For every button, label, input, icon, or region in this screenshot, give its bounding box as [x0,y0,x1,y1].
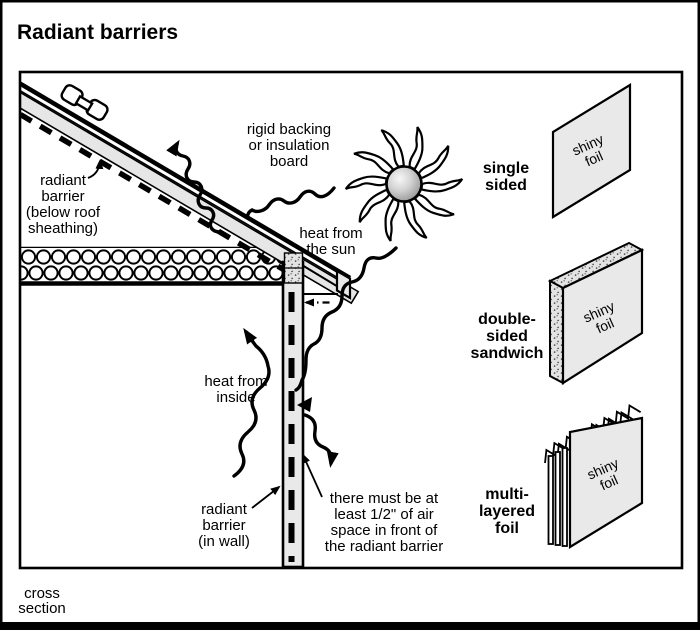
foil-slab-front [561,248,644,385]
product-label: sandwich [471,345,544,362]
leader-lines [87,159,323,509]
label-radiant-barrier-wall: (in wall) [198,533,250,550]
product-label: sided [485,177,527,194]
wave-heat-from-inside [232,327,271,478]
leader-air-space [302,453,323,498]
label-heat-from-inside: inside [216,389,255,406]
foil-face-text: foil [597,471,620,493]
product-label: double- [478,311,536,328]
caption-line: cross [24,585,60,602]
annotations: rigid backing or insulation board heat f… [26,121,443,555]
label-air-space: least 1/2" of air [334,506,434,523]
batt-pattern [21,248,284,282]
leader-rb-roof [87,159,104,179]
label-radiant-barrier-wall: radiant [201,501,248,518]
product-label: multi- [485,486,529,503]
roof-underlayment-line [21,90,347,284]
wall-assembly [281,252,330,567]
label-rigid-backing: board [270,153,308,170]
label-heat-from-inside: heat from [204,373,267,390]
diagram-frame [18,70,684,570]
foil-sheet-single [551,83,632,219]
wave-sun-to-wall [294,246,398,392]
label-radiant-barrier-roof: radiant [40,172,87,189]
foil-slab-side [549,279,564,385]
sun-ball [385,165,423,203]
product-multi-layered: multi- layered foil shiny foil [479,403,644,549]
heat-waves [166,139,398,478]
roof-assembly [21,81,360,305]
label-heat-from-sun: heat from [299,225,362,242]
wall-hit-arrowhead [297,397,312,412]
label-radiant-barrier-roof: (below roof [26,204,101,221]
product-label: single [483,160,529,177]
roof-sheathing [21,91,360,305]
label-air-space: there must be at [330,490,439,507]
fascia-board [335,269,352,300]
label-rigid-backing: rigid backing [247,121,331,138]
product-label: sided [486,328,528,345]
product-label: layered [479,503,535,520]
sun [344,126,464,242]
caption: cross section [18,585,66,617]
foil-face-text: foil [582,147,605,169]
label-radiant-barrier-wall: barrier [202,517,245,534]
foil-multi-front [568,416,644,549]
label-radiant-barrier-roof: barrier [41,188,84,205]
product-double-sided: double- sided sandwich shiny foil [471,241,645,385]
ceiling-insulation-batt [21,246,284,286]
product-label: foil [495,520,519,537]
product-single-sided: single sided shiny foil [483,83,632,219]
roof-surface-line [21,81,352,280]
wave-sun-to-roof [245,186,336,220]
leader-rb-wall [251,485,281,509]
label-radiant-barrier-roof: sheathing) [28,220,98,237]
wave-deflected-at-wall [303,413,339,468]
cross-section-scene: rigid backing or insulation board heat f… [21,81,645,567]
label-rigid-backing: or insulation [249,137,330,154]
wave-reflected-off-roof [166,139,222,234]
foil-face-text: foil [593,314,616,336]
label-air-space: space in front of [331,522,439,539]
outer-border-bottom-bar [0,622,700,630]
radiant-barrier-roof-dashes [21,111,287,273]
label-air-space: the radiant barrier [325,538,443,555]
foil-back-layers [544,403,642,547]
label-heat-from-sun: the sun [306,241,355,258]
caption-line: section [18,600,66,617]
product-column: single sided shiny foil double- sided sa… [471,83,645,549]
roof-clip [60,84,109,121]
sun-rays-icon [344,126,464,242]
page-title: Radiant barriers [17,21,178,44]
